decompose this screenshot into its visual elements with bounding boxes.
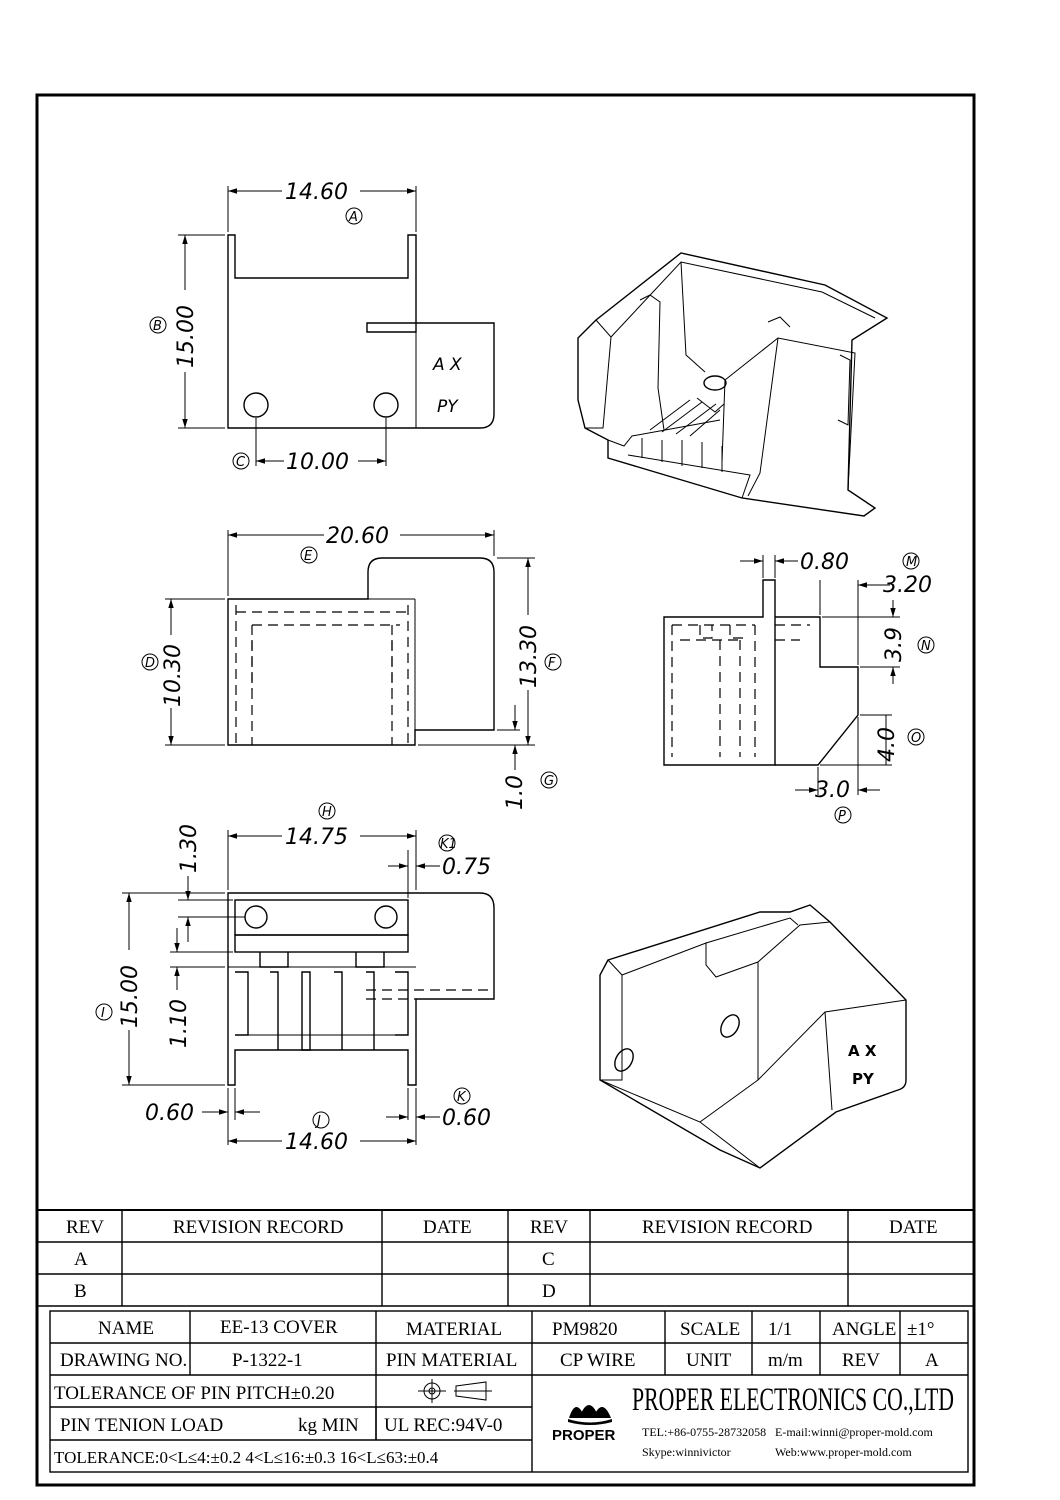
pin-material-value: CP WIRE [560, 1350, 635, 1371]
date-header-right: DATE [889, 1217, 938, 1238]
scale-value: 1/1 [768, 1319, 792, 1340]
projection-symbol-icon [418, 1379, 492, 1403]
marker-g: G [544, 774, 554, 789]
dim-o: 4.0 [875, 727, 900, 762]
rev-header-left: REV [66, 1217, 104, 1238]
dim-b: 15.00 [174, 305, 199, 368]
company-block: PROPER PROPER ELECTRONICS CO.,LTD TEL:+8… [552, 1382, 954, 1459]
marker-d: D [145, 656, 155, 671]
tolerance-pin-pitch: TOLERANCE OF PIN PITCH±0.20 [54, 1383, 334, 1404]
marker-i: I [101, 1006, 105, 1021]
company-tel: TEL:+86-0755-28732058 [642, 1425, 766, 1439]
dim-e: 20.60 [326, 524, 389, 549]
rev-row-d: D [542, 1281, 556, 1302]
rev-row-c: C [542, 1249, 555, 1270]
name-label: NAME [98, 1318, 154, 1339]
rev-row-a: A [74, 1249, 88, 1270]
dim-p: 3.0 [815, 778, 850, 803]
company-name: PROPER ELECTRONICS CO.,LTD [632, 1382, 954, 1418]
dim-k: 0.60 [442, 1106, 491, 1131]
part-mark-line1: A X [432, 355, 462, 375]
dim-wall: 0.80 [800, 550, 849, 575]
marker-b: B [153, 319, 162, 334]
part-name: EE-13 COVER [220, 1317, 338, 1338]
dim-d: 10.30 [161, 644, 186, 707]
dim-a: 14.60 [285, 180, 348, 205]
side-view: 0.80 3.20 M 3.9 N 4.0 O 3.0 P [663, 550, 935, 824]
material-label: MATERIAL [406, 1319, 502, 1340]
dim-left-pin: 0.60 [145, 1101, 194, 1126]
drawing-no-label: DRAWING NO. [60, 1350, 187, 1371]
marker-p: P [838, 809, 846, 824]
iso-mark-line1: A X [848, 1042, 877, 1060]
pin-material-label: PIN MATERIAL [386, 1350, 517, 1371]
dim-h: 14.75 [285, 825, 348, 850]
rev-label: REV [842, 1350, 880, 1371]
company-email: E-mail:winni@proper-mold.com [775, 1425, 933, 1439]
bottom-view: 14.75 H 0.75 K1 1.30 15.00 I 1.10 [95, 802, 495, 1155]
rev-row-b: B [74, 1281, 87, 1302]
dim-i: 15.00 [118, 965, 143, 1028]
marker-h: H [322, 805, 332, 820]
marker-o: O [911, 731, 921, 746]
dim-c: 10.00 [286, 450, 349, 475]
isometric-view-bottom: A X PY [599, 904, 907, 1169]
marker-k: K [457, 1090, 467, 1105]
dim-j: 14.60 [285, 1130, 348, 1155]
marker-n: N [921, 639, 931, 654]
drawing-no: P-1322-1 [232, 1350, 303, 1371]
proper-logo-icon [568, 1405, 612, 1425]
angle-label: ANGLE [832, 1319, 896, 1340]
revision-record-header-right: REVISION RECORD [642, 1217, 812, 1238]
dim-top-gap: 1.30 [177, 824, 202, 873]
pin-load-unit: kg MIN [298, 1415, 359, 1436]
material-value: PM9820 [552, 1319, 617, 1340]
dim-m: 3.20 [883, 573, 932, 598]
front-view: A X PY 14.60 A 15.00 B 10.00 C [149, 180, 495, 475]
dim-g: 1.0 [503, 775, 528, 810]
revision-record-header-left: REVISION RECORD [173, 1217, 343, 1238]
rev-value: A [925, 1350, 939, 1371]
top-view: 20.60 E 10.30 D 13.30 F 1.0 G [141, 524, 562, 810]
iso-mark-line2: PY [852, 1070, 875, 1088]
date-header-left: DATE [423, 1217, 472, 1238]
scale-label: SCALE [680, 1319, 740, 1340]
rev-header-right: REV [530, 1217, 568, 1238]
ul-rating: UL REC:94V-0 [384, 1415, 502, 1436]
part-mark-line2: PY [437, 397, 459, 417]
marker-f: F [548, 656, 556, 671]
unit-label: UNIT [686, 1350, 732, 1371]
marker-k1: K1 [440, 837, 457, 852]
marker-a: A [348, 210, 358, 225]
isometric-view-top [577, 252, 889, 517]
marker-e: E [304, 549, 313, 564]
revision-table: REV REVISION RECORD DATE REV REVISION RE… [37, 1210, 974, 1307]
pin-load-label: PIN TENION LOAD [60, 1415, 223, 1436]
dim-k1: 0.75 [442, 855, 491, 880]
logo-text: PROPER [552, 1427, 616, 1444]
dim-f: 13.30 [517, 625, 542, 688]
general-tolerance: TOLERANCE:0<L≤4:±0.2 4<L≤16:±0.3 16<L≤63… [54, 1448, 439, 1467]
marker-c: C [236, 455, 246, 470]
angle-value: ±1° [907, 1319, 935, 1340]
unit-value: m/m [768, 1350, 803, 1371]
marker-j: J [314, 1114, 321, 1129]
marker-m: M [906, 555, 917, 570]
company-skype: Skype:winnivictor [642, 1445, 731, 1459]
dim-n: 3.9 [882, 627, 907, 662]
sheet-border [35, 93, 976, 1487]
dim-pin-gap: 1.10 [167, 999, 192, 1048]
company-web: Web:www.proper-mold.com [775, 1445, 912, 1459]
title-block: NAME EE-13 COVER MATERIAL PM9820 SCALE 1… [49, 1310, 969, 1473]
